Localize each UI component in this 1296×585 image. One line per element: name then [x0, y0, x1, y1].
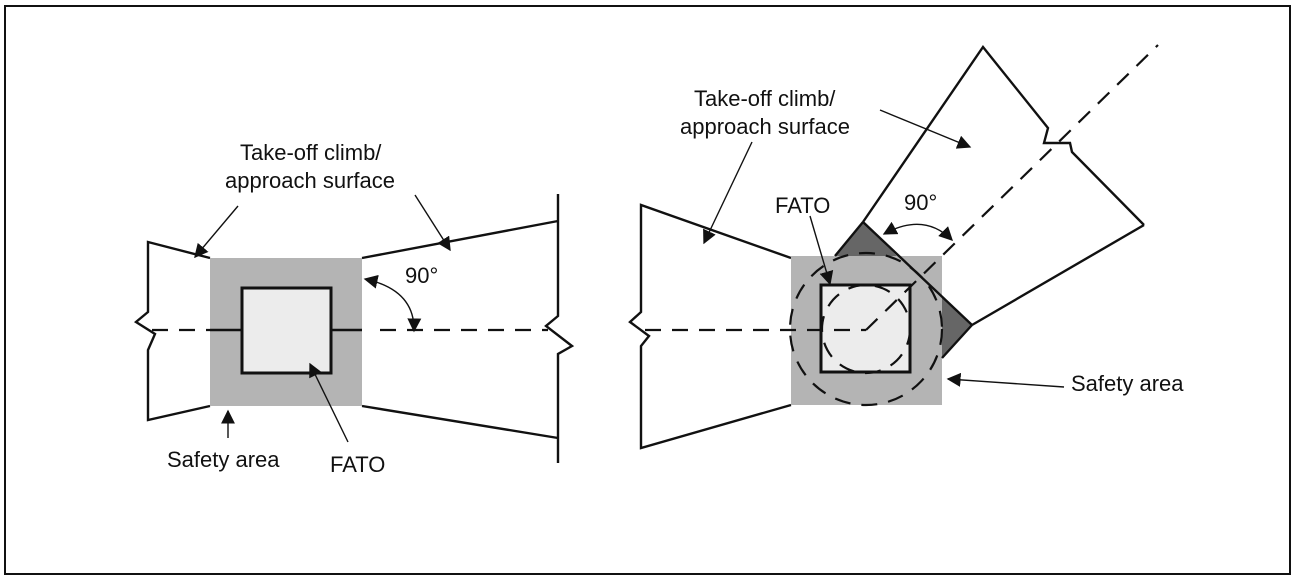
right-rotated-edge-short-b — [941, 324, 973, 359]
left-fato-label: FATO — [330, 452, 385, 477]
left-safety-area-label: Safety area — [167, 447, 280, 472]
right-climb-surface-lower-edge — [971, 223, 1145, 327]
right-safety-wedge-east — [942, 296, 972, 358]
left-diagram: Take-off climb/ approach surface 90° Saf… — [133, 140, 575, 477]
left-angle-label: 90° — [405, 263, 438, 288]
right-safety-area-label: Safety area — [1071, 371, 1184, 396]
left-approach-surface-west — [133, 240, 211, 422]
left-fato — [240, 286, 333, 375]
right-safety-wedge-north — [835, 222, 897, 256]
right-climb-centreline — [865, 44, 1159, 331]
left-approach-surface-east-lower — [361, 404, 559, 440]
right-diagram: Take-off climb/ approach surface FATO 90… — [628, 44, 1184, 450]
left-surface-label-line2: approach surface — [225, 168, 395, 193]
left-surface-arrow-east — [414, 194, 451, 252]
left-surface-arrow-west — [194, 205, 239, 259]
right-safety-circle — [788, 251, 944, 407]
right-safety-arrow — [946, 372, 1065, 388]
right-surface-arrow-east — [879, 109, 972, 149]
left-right-angle-arc — [363, 274, 422, 333]
right-right-angle-arc — [882, 221, 953, 241]
right-approach-surface-west — [628, 203, 792, 450]
right-surface-label-line2: approach surface — [680, 114, 850, 139]
right-surface-arrow-west — [703, 141, 753, 245]
right-climb-surface-upper-edge — [862, 44, 1145, 226]
right-surface-label-line1: Take-off climb/ — [694, 86, 836, 111]
left-surface-break-east — [544, 194, 575, 463]
right-rotated-edge-short-a — [834, 221, 864, 257]
left-fato-arrow — [309, 362, 349, 443]
right-angle-label: 90° — [904, 190, 937, 215]
figure-border — [4, 5, 1291, 575]
right-fato-arrow — [809, 215, 834, 286]
right-fato-label: FATO — [775, 193, 830, 218]
left-approach-surface-east — [361, 219, 559, 260]
left-surface-label-line1: Take-off climb/ — [240, 140, 382, 165]
